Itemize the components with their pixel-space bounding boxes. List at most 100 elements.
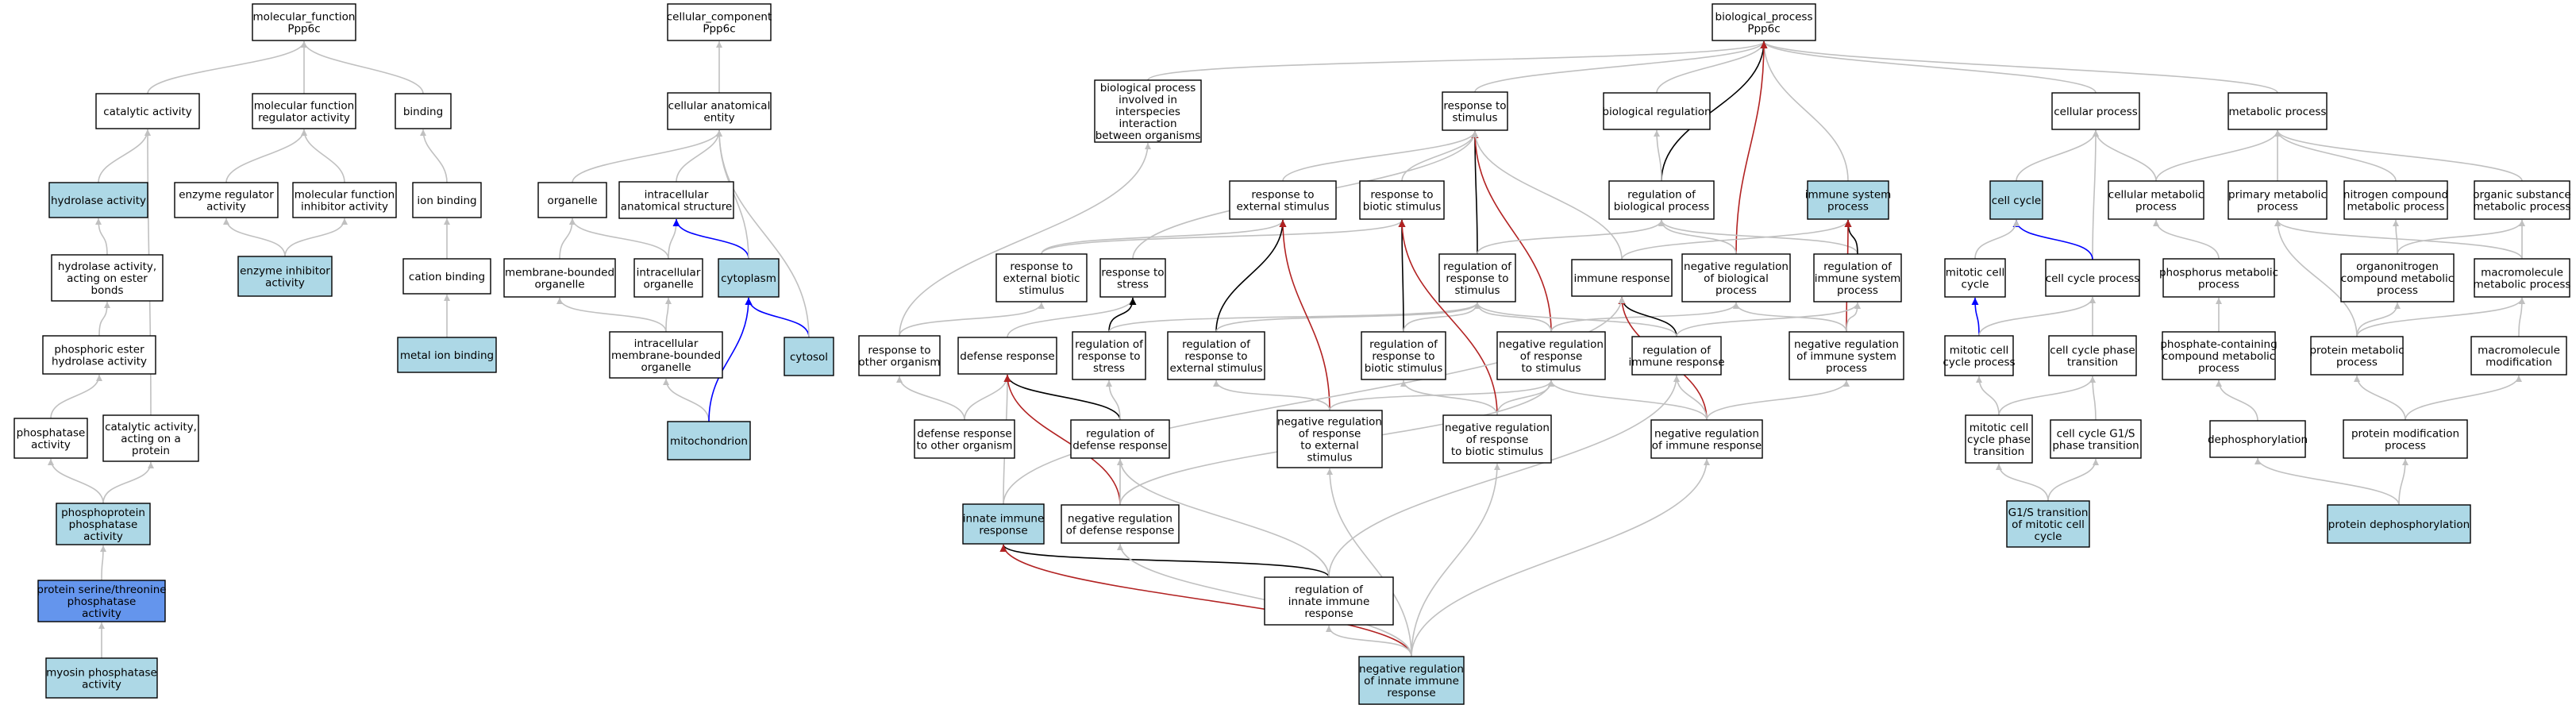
go-term-node-cellcycleproc[interactable]: cell cycle process — [2045, 259, 2140, 297]
node-label-line: activity — [31, 439, 71, 452]
node-box — [1072, 331, 1146, 380]
go-term-node-bioreg[interactable]: biological regulation — [1602, 92, 1712, 130]
node-label-line: ion binding — [417, 195, 476, 207]
go-term-node-metalion[interactable]: metal ion binding — [397, 337, 497, 373]
go-term-node-cellproc[interactable]: cellular process — [2051, 92, 2140, 130]
edge-reginnate-to-regimmresp — [1328, 375, 1680, 578]
go-term-node-cytosol[interactable]: cytosol — [784, 337, 834, 376]
node-label-line: binding — [403, 106, 443, 118]
go-term-node-immresp[interactable]: immune response — [1571, 259, 1673, 297]
go-term-node-metabproc[interactable]: metabolic process — [2228, 92, 2328, 130]
node-box — [1571, 259, 1673, 297]
go-term-node-organelle[interactable]: organelle — [537, 182, 607, 218]
go-term-node-protdephos[interactable]: protein dephosphorylation — [2327, 504, 2471, 544]
node-label-line: biological process — [1100, 82, 1196, 94]
go-term-node-ionbinding[interactable]: ion binding — [412, 182, 482, 218]
go-term-node-mito[interactable]: mitochondrion — [667, 421, 751, 460]
go-term-node-binding[interactable]: binding — [395, 93, 452, 129]
node-box — [2108, 180, 2204, 220]
node-label-line: immune system — [1815, 272, 1901, 285]
node-box — [42, 335, 156, 375]
edge-negregimmresp-to-negregimmsys — [1706, 379, 1850, 421]
go-term-node-defresp[interactable]: defense response — [957, 337, 1057, 375]
go-term-node-hydrolase[interactable]: hydrolase activity — [48, 182, 148, 218]
edge-nitro-to-metabproc — [2274, 129, 2397, 182]
go-term-node-cellcycle[interactable]: cell cycle — [1989, 180, 2043, 220]
go-term-node-catalytic[interactable]: catalytic activity — [95, 93, 200, 129]
edge-negreginnate-to-reginnate — [1326, 625, 1412, 657]
go-term-node-dephos[interactable]: dephosphorylation — [2208, 420, 2308, 458]
go-term-node-cationbinding[interactable]: cation binding — [402, 258, 491, 295]
go-term-node-cytoplasm[interactable]: cytoplasm — [718, 258, 780, 298]
edge-macromod-to-macromol — [2518, 297, 2525, 337]
node-box — [95, 93, 200, 129]
node-label-line: response — [1387, 687, 1435, 699]
edge-respbio-to-respstim — [1401, 130, 1478, 182]
go-term-node-serthr[interactable]: protein serine/threoninephosphataseactiv… — [37, 580, 167, 622]
node-label-line: phosphatase — [67, 595, 137, 608]
